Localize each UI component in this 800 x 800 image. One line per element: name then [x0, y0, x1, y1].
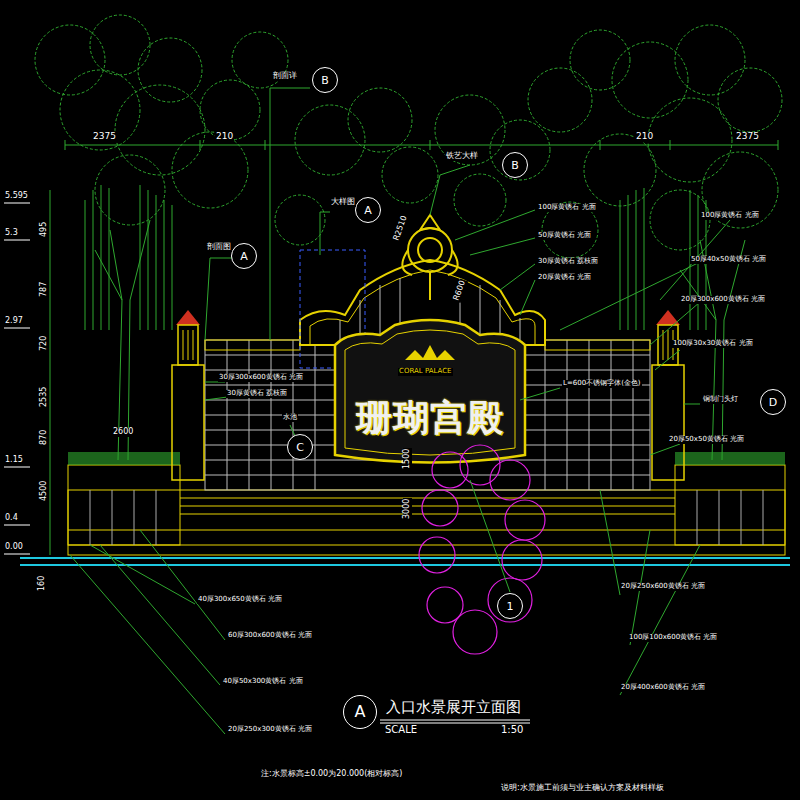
dimension-text: 1500 [403, 448, 412, 470]
annotation-text: 0.00 [4, 543, 24, 552]
annotation-text: 100厚黄锈石 光面 [537, 204, 597, 212]
callout-bubble: D [760, 389, 786, 415]
annotation-text: 水池 [282, 414, 298, 422]
dimension-text: 160 [38, 575, 47, 592]
annotation-text: 40厚50x300黄锈石 光面 [222, 678, 304, 686]
dimension-text: 495 [40, 221, 49, 238]
annotation-text: 30厚300x600黄锈石 光面 [218, 374, 304, 382]
annotation-text: 1:50 [500, 724, 524, 735]
annotation-text: 100厚30x30黄锈石 光面 [672, 340, 754, 348]
annotation-text: 60厚300x600黄锈石 光面 [227, 632, 313, 640]
dimension-text: 2535 [40, 386, 49, 408]
annotation-text: CORAL PALACE [398, 368, 453, 376]
annotation-text: 40厚300x650黄锈石 光面 [197, 596, 283, 604]
dimension-text: 720 [40, 335, 49, 352]
annotation-text: 210 [635, 132, 654, 142]
annotation-text: 5.3 [4, 229, 19, 238]
tree-foliage [35, 15, 782, 258]
annotation-text: 50厚黄锈石 光面 [537, 232, 592, 240]
dimension-text: 3000 [403, 498, 412, 520]
annotation-text: 20厚400x600黄锈石 光面 [620, 684, 706, 692]
annotation-text: 0.4 [4, 514, 19, 523]
sign-lettering: 珊瑚宫殿 [355, 398, 505, 438]
annotation-text: 2600 [112, 428, 134, 437]
callout-bubble: 1 [497, 593, 523, 619]
annotation-text: 2375 [92, 132, 117, 142]
annotation-text: 铁艺大样 [445, 152, 479, 161]
dimension-text: 4500 [40, 480, 49, 502]
annotation-text: 20厚250x600黄锈石 光面 [620, 583, 706, 591]
annotation-text: 100厚100x600黄锈石 光面 [628, 634, 718, 642]
annotation-text: SCALE [384, 724, 418, 735]
callout-bubble: A [343, 695, 377, 729]
annotation-text: 剖面图 [206, 243, 232, 252]
callout-bubble: B [312, 67, 338, 93]
annotation-text: 大样图 [330, 198, 356, 207]
callout-letter: D [769, 397, 777, 408]
annotation-text: 30厚黄锈石 荔枝面 [537, 258, 599, 266]
annotation-text: L=600不锈钢字体(金色) [562, 380, 642, 388]
callout-bubble: C [287, 434, 313, 460]
annotation-text: 100厚黄锈石 光面 [700, 212, 760, 220]
dimension-text: 870 [40, 429, 49, 446]
annotation-text: 铜制门头灯 [702, 396, 739, 404]
annotation-text: 30厚黄锈石 荔枝面 [226, 390, 288, 398]
crown-ornament [402, 215, 457, 300]
annotation-text: 20厚50x50黄锈石 光面 [668, 436, 745, 444]
lantern-pillar [172, 310, 684, 480]
annotation-text: 剖面详 [272, 72, 298, 81]
dimension-line [50, 140, 778, 555]
callout-letter: B [321, 75, 329, 86]
callout-letter: A [240, 251, 248, 262]
base-steps [68, 465, 785, 555]
callout-letter: A [364, 205, 372, 216]
leader-line [70, 88, 730, 734]
water-line [20, 558, 790, 565]
annotation-text: 210 [215, 132, 234, 142]
callout-bubble: B [502, 152, 528, 178]
annotation-text: 50厚40x50黄锈石 光面 [690, 256, 767, 264]
title-underline [380, 720, 530, 723]
callout-bubble: A [231, 243, 257, 269]
callout-letter: B [511, 160, 519, 171]
drawing-title: 入口水景展开立面图 [384, 698, 523, 717]
annotation-text: 5.595 [4, 192, 29, 201]
callout-letter: C [296, 442, 304, 453]
annotation-text: 20厚300x600黄锈石 光面 [680, 296, 766, 304]
annotation-text: 20厚250x300黄锈石 光面 [227, 726, 313, 734]
callout-letter: A [355, 704, 366, 720]
callout-letter: 1 [507, 601, 514, 612]
annotation-text: 注:水景标高±0.00为20.000(相对标高) [260, 770, 403, 779]
annotation-text: 20厚黄锈石 光面 [537, 274, 592, 282]
annotation-text: 说明:水景施工前须与业主确认方案及材料样板 [500, 784, 665, 793]
annotation-text: 2375 [735, 132, 760, 142]
sign-panel [335, 320, 525, 463]
dimension-text: 787 [40, 281, 49, 298]
stone-grid [90, 490, 763, 545]
annotation-text: 2.97 [4, 317, 24, 326]
shrub-outline [419, 445, 545, 654]
level-marker [4, 203, 30, 554]
annotation-text: 1.15 [4, 456, 24, 465]
callout-bubble: A [355, 197, 381, 223]
